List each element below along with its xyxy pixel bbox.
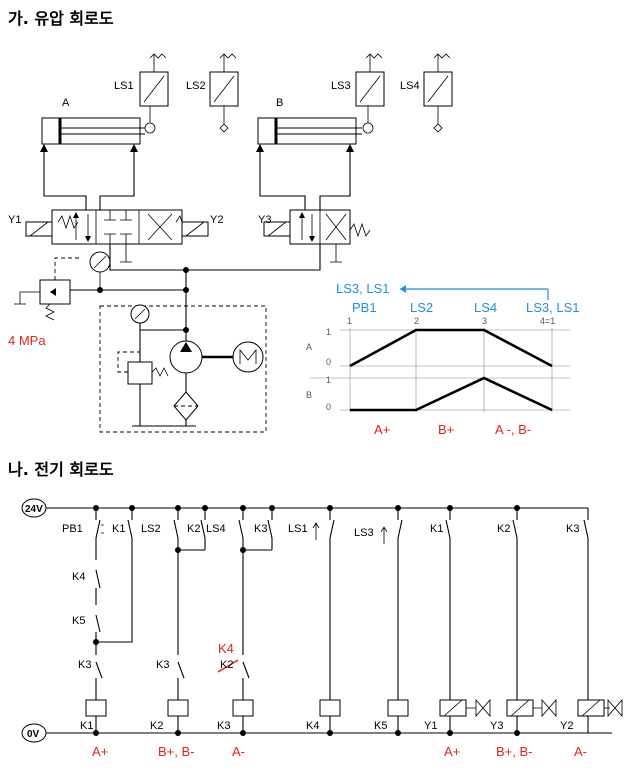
timing-arrow-label: LS3, LS1 [336,281,390,296]
contact-k3c-label: K3 [566,523,579,535]
coil-k4-label: K4 [306,720,319,732]
elec-motion-1: A+ [92,744,108,759]
elec-motion-4: A+ [444,744,460,759]
row-b-label: B [306,390,312,400]
elec-motion-6: A- [574,744,587,759]
contact-k2b-label: K2 [220,659,233,671]
contact-pb1-label: PB1 [62,523,83,535]
cylinder-b [256,117,362,152]
contact-k1b-label: K1 [430,523,443,535]
step-label-2: LS2 [410,300,433,315]
limit-switch-ls1 [139,53,169,134]
cylinder-a-label: A [62,97,70,109]
row-a-level-0: 0 [326,357,331,367]
coil-k1-label: K1 [80,720,93,732]
valve-a [25,209,209,245]
contact-ls2-label: LS2 [141,523,161,535]
contact-k3b-label: K3 [156,659,169,671]
power-unit [99,304,267,433]
step-label-3: LS4 [474,300,497,315]
ls3-label: LS3 [331,80,351,92]
hydraulic-heading: 가. 유압 회로도 [8,9,114,28]
pressure-setting-label: 4 MPa [8,333,46,348]
line-b-cap [259,152,306,210]
step-number-3: 3 [482,316,487,326]
limit-switch-ls4 [423,53,453,133]
contact-ls3-label: LS3 [354,527,374,539]
coil-k5-label: K5 [374,720,387,732]
contact-k2c-label: K2 [497,523,510,535]
contact-k3-label: K3 [78,659,91,671]
contact-ls4-label: LS4 [206,523,226,535]
motion-label-1: A+ [374,422,390,437]
coil-y2-label: Y2 [560,720,573,732]
row-b-level-1: 1 [326,375,331,385]
line-a-rod [99,152,135,210]
elec-motion-5: B+, B- [496,744,533,759]
supply-0v-label: 0V [27,729,40,740]
step-number-4: 4=1 [540,316,555,326]
contact-k5-label: K5 [72,615,85,627]
timing-diagram [400,285,549,300]
coil-y1-label: Y1 [424,720,437,732]
contact-k1-label: K1 [112,523,125,535]
cylinder-b-trace [350,376,553,412]
rung-k5 [380,508,409,733]
valve-b-tank [330,244,342,263]
solenoid-y1-label: Y1 [8,214,21,226]
pressure-line [109,244,321,271]
pressure-gauge-icon [89,251,111,290]
row-a-label: A [306,342,312,352]
elec-motion-3: A- [232,744,245,759]
rung-y2 [577,508,623,733]
line-b-rod [319,152,351,210]
step-number-1: 1 [347,316,352,326]
motion-label-3: A -, B- [495,422,531,437]
step-label-1: PB1 [352,300,377,315]
contact-ls1-label: LS1 [288,523,308,535]
contact-k3-label: K3 [254,523,267,535]
ls1-label: LS1 [114,80,134,92]
supply-24v-label: 24V [25,504,43,515]
solenoid-y3-label: Y3 [258,214,271,226]
ls2-label: LS2 [186,80,206,92]
correction-label: K4 [218,641,234,656]
coil-k3-label: K3 [217,720,230,732]
rung-y3 [506,508,557,733]
solenoid-y2-label: Y2 [210,214,223,226]
motion-label-2: B+ [438,422,454,437]
limit-switch-ls2 [209,53,239,133]
coil-k2-label: K2 [150,720,163,732]
elec-motion-2: B+, B- [158,744,195,759]
rung-k1 [85,508,133,733]
rung-k3 [217,508,273,733]
step-label-4: LS3, LS1 [526,300,580,315]
row-b-level-0: 0 [326,402,331,412]
rung-k4 [312,508,341,733]
valve-a-tank [120,244,132,263]
ls4-label: LS4 [400,80,420,92]
electric-heading: 나. 전기 회로도 [8,460,114,479]
step-number-2: 2 [414,316,419,326]
contact-k4-label: K4 [72,571,85,583]
contact-k2-label: K2 [187,523,200,535]
relief-valve-icon [14,257,80,321]
valve-b [263,209,371,245]
cylinder-b-label: B [276,97,283,109]
coil-y3-label: Y3 [490,720,503,732]
rung-k2 [167,508,206,733]
cylinder-a [40,117,145,152]
limit-switch-ls3 [355,53,385,134]
line-a-cap [43,152,87,210]
cylinder-a-trace [349,328,553,368]
row-a-level-1: 1 [326,327,331,337]
rung-y1 [439,508,491,733]
